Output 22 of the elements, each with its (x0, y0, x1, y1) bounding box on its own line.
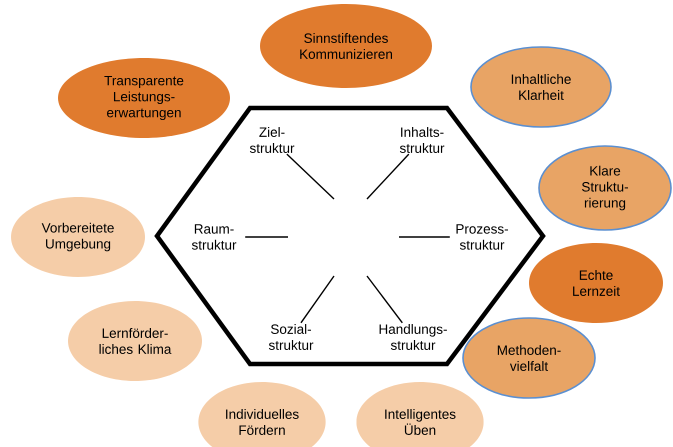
structure-label: Sozial- struktur (268, 324, 314, 350)
ellipse-label: Intelligentes Üben (356, 382, 484, 447)
ellipse-label: Klare Struktu- rierung (538, 145, 672, 231)
ellipse-label: Inhaltliche Klarheit (470, 46, 612, 128)
structure-label: Raum- struktur (192, 224, 236, 250)
ellipse-label: Echte Lernzeit (529, 243, 663, 323)
structure-label: Ziel- struktur (250, 127, 294, 153)
ellipse-label: Sinnstiftendes Kommunizieren (260, 4, 432, 88)
ellipse-label: Vorbereitete Umgebung (11, 197, 145, 277)
spoke-line (286, 154, 334, 200)
structure-label: Prozess- struktur (456, 224, 508, 250)
structure-label: Inhalts- struktur (400, 127, 444, 153)
ellipse-label: Individuelles Fördern (198, 382, 326, 447)
spoke-line (245, 236, 288, 238)
ellipse-label: Transparente Leistungs- erwartungen (58, 58, 230, 138)
ellipse-label: Lernförder- liches Klima (68, 301, 202, 381)
spoke-line (300, 276, 335, 324)
spoke-line (399, 236, 450, 238)
spoke-line (366, 154, 410, 200)
ellipse-label: Methoden- vielfalt (462, 317, 596, 399)
structure-label: Handlungs- struktur (380, 324, 447, 350)
spoke-line (366, 276, 403, 324)
